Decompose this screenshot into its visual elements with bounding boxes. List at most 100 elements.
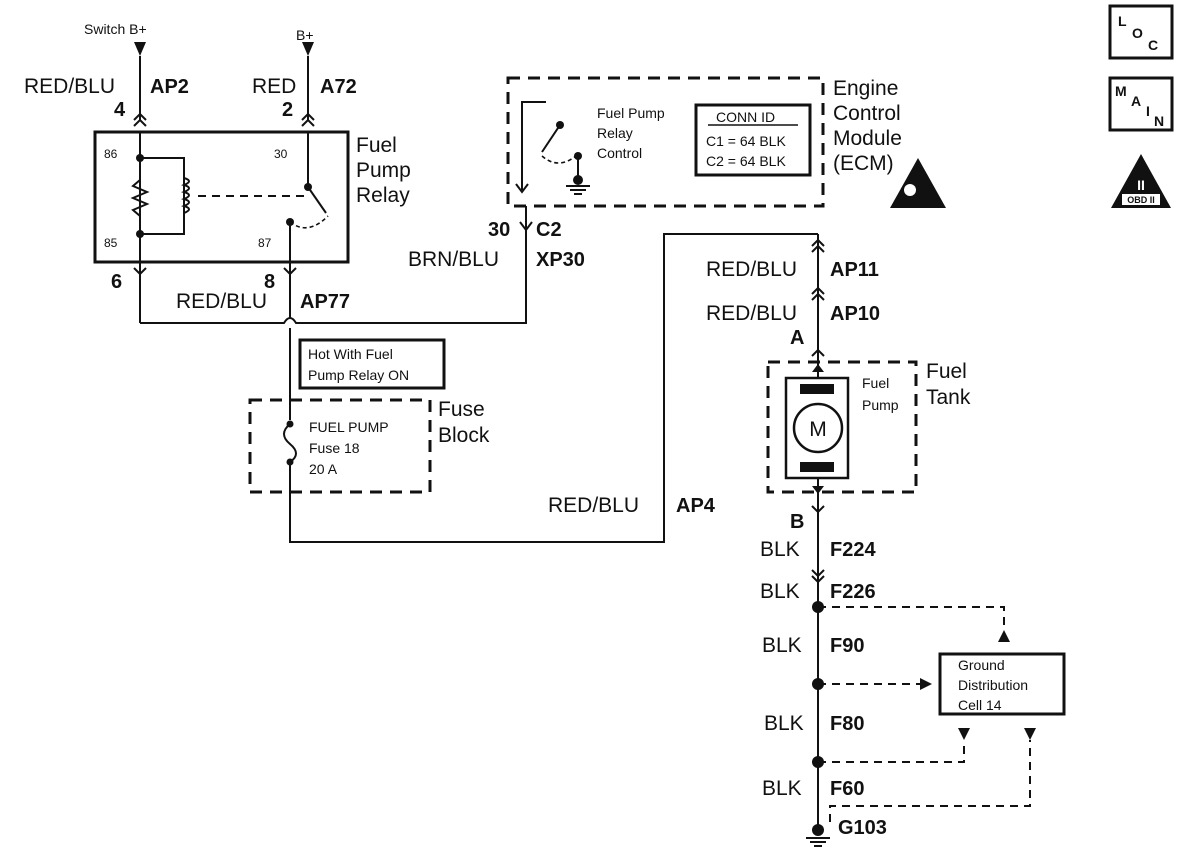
- conn-id-c2: C2 = 64 BLK: [706, 153, 786, 169]
- connector-ap10-icon-2: [811, 292, 825, 301]
- wire-ap11-id: AP11: [830, 259, 879, 281]
- relay-title: Fuel Pump Relay: [356, 134, 417, 207]
- esd-warning-icon: [890, 158, 946, 208]
- wire-ap4: [289, 233, 818, 543]
- loc-icon[interactable]: L O C: [1108, 4, 1174, 60]
- pump-in-arrow-icon: [812, 364, 824, 372]
- fuel-tank-box: [766, 360, 918, 494]
- ecm-connector-c2: 30 C2 BRN/BLU XP30: [408, 206, 585, 271]
- loc-icon-frame: [1108, 4, 1174, 60]
- gd-arrow-up-icon: [998, 630, 1010, 642]
- hot-note-text: Hot With Fuel Pump Relay ON: [308, 346, 409, 383]
- fuse-block-title: Fuse Block: [438, 398, 491, 447]
- wire-xp30: [140, 250, 527, 324]
- ecm-ground-dot-icon: [573, 175, 583, 185]
- connector-2b-icon: [301, 112, 315, 121]
- b-plus-feed: B+ RED A72 2: [252, 27, 357, 127]
- obd-numeral: II: [1137, 177, 1145, 193]
- conn-id-c1: C1 = 64 BLK: [706, 133, 786, 149]
- fuel-tank-title: Fuel Tank: [926, 360, 973, 409]
- gd-ref-f226: [818, 606, 1005, 630]
- fuel-pump-motor-icon: [792, 402, 844, 454]
- ecm-title: Engine Control Module (ECM): [833, 77, 908, 175]
- wire-ap77-color: RED/BLU: [176, 290, 267, 313]
- obd-label-bg: [1122, 194, 1160, 205]
- gd-ref-f80: [818, 740, 965, 763]
- pump-feed: RED/BLU AP11 RED/BLU AP10 A: [706, 234, 880, 357]
- obd-label: OBD II: [1127, 195, 1155, 205]
- relay-pin-30: 30: [274, 147, 288, 161]
- fuse-block: Fuse Block FUEL PUMP Fuse 18 20 A: [248, 398, 491, 494]
- ground-g103-dot-icon: [812, 824, 824, 836]
- pump-brush-bottom-icon: [800, 462, 834, 472]
- loc-letter-l: L: [1118, 13, 1127, 29]
- relay-coil-icon: [180, 177, 190, 214]
- relay-coil-loop: [140, 157, 185, 235]
- wire-f226-color: BLK: [760, 580, 800, 603]
- ground-distribution: Ground Distribution Cell 14: [818, 606, 1066, 822]
- connector-pin-30: 30: [488, 219, 510, 241]
- ecm-control-wire: [521, 101, 546, 190]
- relay-outputs: 6 8 RED/BLU AP77: [111, 250, 527, 420]
- ecm-arrow-icon: [515, 183, 529, 194]
- pump-brush-top-icon: [800, 384, 834, 394]
- ground-path: B BLK F224 BLK F226 BLK F90 BLK F80 BLK …: [760, 492, 887, 847]
- ground-distribution-box: [938, 652, 1066, 716]
- conn-id-box: [694, 103, 812, 177]
- ecm-switch-arm-icon: [541, 124, 561, 153]
- fuse-element-icon: [283, 423, 297, 463]
- wire-f226-id: F226: [830, 581, 876, 603]
- b-plus-arrow-icon: [302, 42, 314, 56]
- connector-pin-b: B: [790, 511, 804, 533]
- pump-out-arrow-icon: [812, 486, 824, 494]
- wire-f80-color: BLK: [764, 712, 804, 735]
- switch-b-plus-arrow-icon: [134, 42, 146, 56]
- wire-f224-color: BLK: [760, 538, 800, 561]
- b-plus-label: B+: [296, 27, 314, 43]
- main-letter-i: I: [1146, 103, 1150, 119]
- ecm-switch-arc-icon: [541, 155, 577, 164]
- esd-hand-icon: [904, 184, 916, 196]
- fuel-tank: Fuel Tank Fuel Pump M: [766, 355, 973, 494]
- hot-note: Hot With Fuel Pump Relay ON: [298, 338, 446, 390]
- hot-note-box: [298, 338, 446, 390]
- wire-ap2-id: AP2: [150, 76, 189, 98]
- ground-distribution-label: Ground Distribution Cell 14: [958, 657, 1032, 713]
- main-icon-frame: [1108, 76, 1174, 132]
- fuse-label: FUEL PUMP Fuse 18 20 A: [309, 419, 392, 477]
- switch-b-plus-feed: Switch B+ RED/BLU AP2 4: [24, 21, 189, 127]
- connector-ap10-icon: [811, 286, 825, 295]
- main-letter-n: N: [1154, 113, 1164, 129]
- ecm-box: [506, 76, 825, 208]
- obd-ii-icon[interactable]: II OBD II: [1111, 154, 1171, 208]
- wire-f60-color: BLK: [762, 777, 802, 800]
- wire-f224-id: F224: [830, 539, 876, 561]
- connector-pin-a: A: [790, 327, 804, 349]
- gd-ref-f60: [829, 740, 1031, 822]
- relay-pin-87: 87: [258, 236, 272, 250]
- relay-box: [93, 130, 350, 264]
- connector-4-icon: [133, 118, 147, 127]
- motor-letter: M: [809, 418, 827, 441]
- main-letter-a: A: [1131, 93, 1141, 109]
- wire-ap11-color: RED/BLU: [706, 258, 797, 281]
- wire-f60-id: F60: [830, 778, 864, 800]
- relay-pin-86: 86: [104, 147, 118, 161]
- wire-ap4-color: RED/BLU: [548, 494, 639, 517]
- relay-switch-arm-icon: [307, 186, 327, 214]
- wire-f80-id: F80: [830, 713, 864, 735]
- wire-ap4-group: RED/BLU AP4: [289, 233, 818, 543]
- wire-f90-id: F90: [830, 635, 864, 657]
- loc-letter-c: C: [1148, 37, 1158, 53]
- wire-xp30-id: XP30: [536, 249, 585, 271]
- main-icon[interactable]: M A I N: [1108, 76, 1174, 132]
- connector-pin-2: 2: [282, 99, 293, 121]
- connector-pin-6: 6: [111, 271, 122, 293]
- connector-2-icon: [301, 118, 315, 127]
- gd-arrow-down-2-icon: [1024, 728, 1036, 740]
- relay-switch-arc-icon: [289, 215, 329, 229]
- engine-control-module: Engine Control Module (ECM) Fuel Pump Re…: [506, 76, 946, 208]
- wire-a72-color: RED: [252, 75, 296, 98]
- wire-ap10-color: RED/BLU: [706, 302, 797, 325]
